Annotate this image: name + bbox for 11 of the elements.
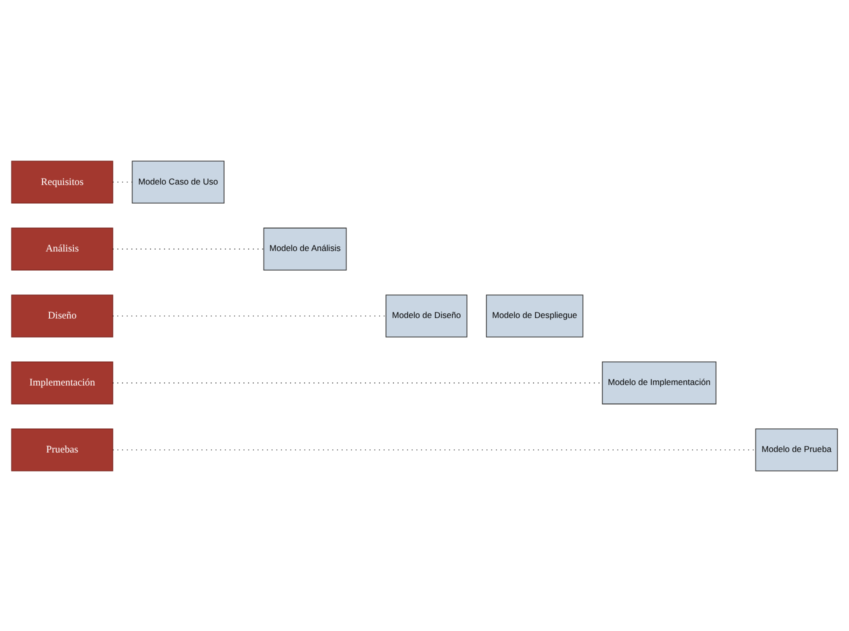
node-box: Modelo de Prueba <box>755 428 838 471</box>
node-box: Implementación <box>11 361 114 404</box>
node-box: Modelo de Análisis <box>263 227 347 270</box>
node-box: Pruebas <box>11 428 114 471</box>
node-box: Requisitos <box>11 160 114 204</box>
node-box: Modelo de Despliegue <box>486 294 584 337</box>
node-box: Modelo Caso de Uso <box>132 160 224 204</box>
node-box: Modelo de Implementación <box>602 361 716 404</box>
node-box: Análisis <box>11 227 114 270</box>
node-box: Diseño <box>11 294 114 337</box>
node-box: Modelo de Diseño <box>386 294 468 337</box>
